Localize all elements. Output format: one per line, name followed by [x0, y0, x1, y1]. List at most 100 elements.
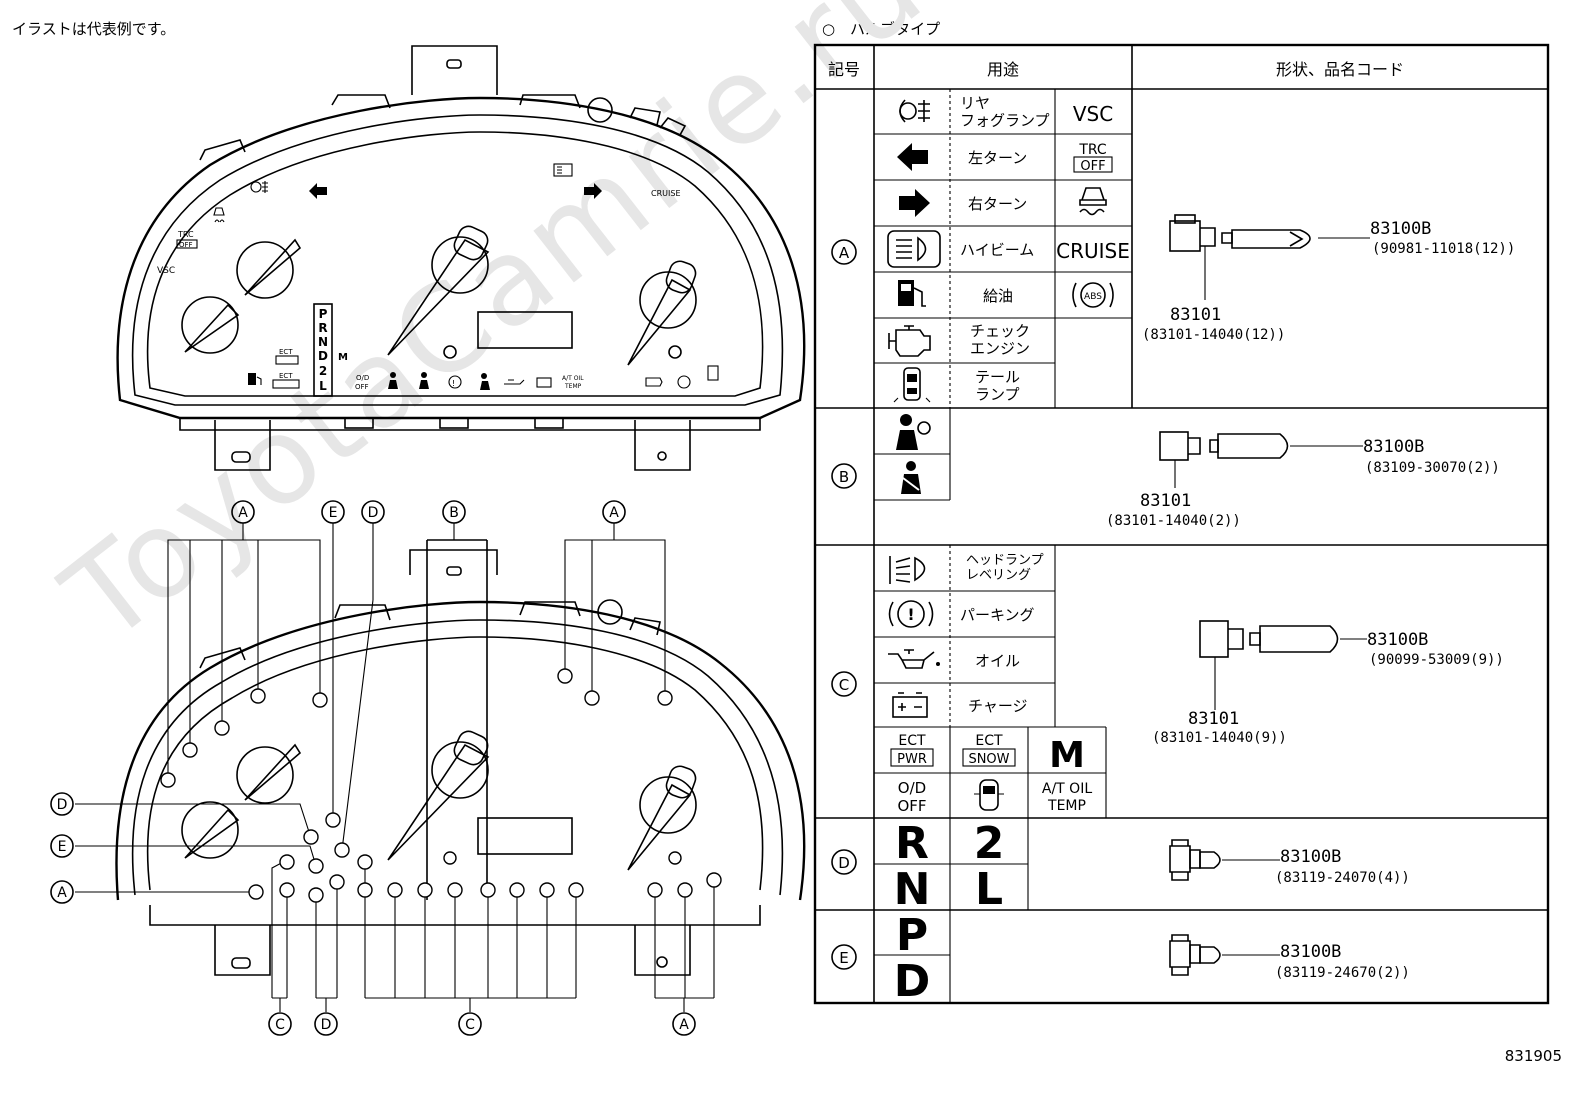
- svg-text:A: A: [839, 244, 850, 262]
- fuel-icon: [898, 280, 926, 307]
- header-shape: 形状、品名コード: [1276, 60, 1404, 79]
- callout-top-d: D: [361, 500, 385, 524]
- turn-right-icon: [899, 189, 930, 217]
- part-a-socket: 83101: [1170, 305, 1221, 325]
- gear-n: N: [894, 864, 931, 915]
- top-charge-icon: [536, 377, 552, 388]
- svg-text:!: !: [907, 605, 914, 624]
- bottom-gauge-speedometer: [387, 730, 490, 861]
- header-usage: 用途: [987, 60, 1019, 79]
- group-e: E P D 83100B (83119-24670(2)): [831, 910, 1410, 1007]
- group-c: C ! ヘッドランプレベリング パーキング オイル チャージ: [831, 545, 1504, 818]
- callout-top-e: E: [321, 500, 345, 524]
- svg-text:D: D: [368, 505, 379, 521]
- bulb-type-title: ○ バルブタイプ: [822, 20, 941, 38]
- svg-text:TEMP: TEMP: [1047, 798, 1086, 814]
- check-engine-icon: [888, 325, 931, 357]
- label-high-beam: ハイビーム: [960, 241, 1034, 259]
- svg-text:CRUISE: CRUISE: [651, 189, 681, 198]
- svg-text:A: A: [238, 505, 248, 521]
- gauge-left-small: [181, 296, 240, 354]
- callout-top-b: B: [442, 500, 466, 524]
- doc-number: 831905: [1504, 1047, 1562, 1065]
- svg-text:A/T OIL: A/T OIL: [1042, 781, 1092, 797]
- gear-d: D: [894, 956, 931, 1007]
- gear-l: L: [975, 864, 1003, 915]
- oil-icon: [888, 649, 940, 669]
- callout-top-a-right: A: [602, 500, 626, 524]
- top-tail-icon: [707, 365, 719, 381]
- label-parking: パーキング: [960, 606, 1035, 624]
- gauge-tachometer: [627, 260, 697, 366]
- svg-text:SNOW: SNOW: [968, 752, 1009, 767]
- callout-bottom-c-left: C: [268, 1012, 292, 1036]
- gear-indicator: [313, 303, 333, 397]
- gear-r: R: [895, 818, 929, 869]
- top-high-beam-icon: [553, 163, 573, 177]
- seat-icon: [974, 779, 1004, 811]
- bottom-gauge-tachometer: [627, 765, 697, 871]
- cruise-label: CRUISE: [1056, 239, 1130, 263]
- group-b: B 83100B (83109-30070(2)) 83101 (83101-1…: [831, 408, 1500, 529]
- bottom-cluster-illustration: A E D B A D E A C D C A: [50, 500, 806, 1036]
- svg-text:TRC: TRC: [177, 230, 194, 239]
- gear-p: P: [896, 910, 928, 961]
- part-c-main: 83100B: [1367, 630, 1428, 650]
- callout-bottom-d: D: [314, 1012, 338, 1036]
- part-b-socket-code: (83101-14040(2)): [1106, 513, 1241, 529]
- part-c-socket: 83101: [1188, 709, 1239, 729]
- top-seatbelt-icon: [388, 372, 398, 389]
- top-turn-right-icon: [584, 183, 602, 199]
- slip-icon: [1079, 187, 1107, 216]
- part-a-main-code: (90981-11018(12)): [1372, 241, 1515, 257]
- bulb-a-drawing: [1169, 214, 1370, 300]
- svg-text:ECT: ECT: [279, 372, 293, 380]
- label-tail-lamp: テールランプ: [975, 368, 1020, 403]
- rear-fog-icon: [899, 99, 930, 123]
- svg-text:B: B: [449, 505, 459, 521]
- svg-text:E: E: [839, 949, 848, 967]
- label-rear-fog: リヤフォグランプ: [960, 94, 1050, 129]
- label-headlamp-leveling: ヘッドランプレベリング: [966, 553, 1044, 583]
- callout-left-d: D: [50, 792, 74, 816]
- part-d-main: 83100B: [1280, 847, 1341, 867]
- group-d: D R 2 N L 83100B (83119-24070(4)): [831, 818, 1410, 1003]
- callout-top-a-left: A: [231, 500, 255, 524]
- svg-text:A: A: [609, 505, 619, 521]
- svg-text:C: C: [275, 1017, 285, 1033]
- svg-text:P: P: [319, 307, 328, 321]
- part-b-main: 83100B: [1363, 437, 1424, 457]
- top-abs-icon: [677, 375, 691, 389]
- top-slip-icon: [213, 207, 225, 223]
- svg-text:C: C: [839, 676, 849, 694]
- top-turn-left-icon: [309, 183, 327, 199]
- top-cluster-illustration: P R N D 2 L M TRC OFF VSC CRUISE ECT ECT…: [116, 45, 806, 471]
- svg-text:OFF: OFF: [897, 797, 926, 815]
- callout-left-e: E: [50, 834, 74, 858]
- svg-text:D: D: [321, 1017, 332, 1033]
- top-parking-icon: !: [448, 375, 462, 389]
- illustration-note: イラストは代表例です。: [12, 20, 176, 38]
- svg-text:TRC: TRC: [1078, 142, 1107, 158]
- label-turn-left: 左ターン: [968, 149, 1027, 167]
- svg-text:E: E: [58, 839, 67, 855]
- svg-text:A/T OIL: A/T OIL: [562, 375, 584, 382]
- trc-off-icon: TRC OFF: [1073, 142, 1113, 174]
- bulb-b-drawing: [1159, 431, 1363, 488]
- gear-2: 2: [974, 818, 1005, 869]
- svg-text:L: L: [319, 379, 327, 393]
- callout-bottom-c: C: [458, 1012, 482, 1036]
- bulb-c-drawing: [1199, 620, 1367, 710]
- callout-labels: A E D B A D E A C D C A: [50, 500, 696, 1036]
- bulb-d-drawing: [1169, 839, 1280, 881]
- header-symbol: 記号: [828, 60, 860, 79]
- callout-left-a: A: [50, 880, 74, 904]
- bulb-e-drawing: [1169, 934, 1280, 976]
- label-charge: チャージ: [968, 697, 1028, 715]
- airbag-icon: [896, 414, 931, 450]
- svg-text:D: D: [57, 797, 68, 813]
- svg-text:OFF: OFF: [1080, 159, 1105, 174]
- top-oil-icon: [504, 379, 525, 385]
- label-fuel: 給油: [983, 287, 1013, 305]
- label-turn-right: 右ターン: [968, 195, 1027, 213]
